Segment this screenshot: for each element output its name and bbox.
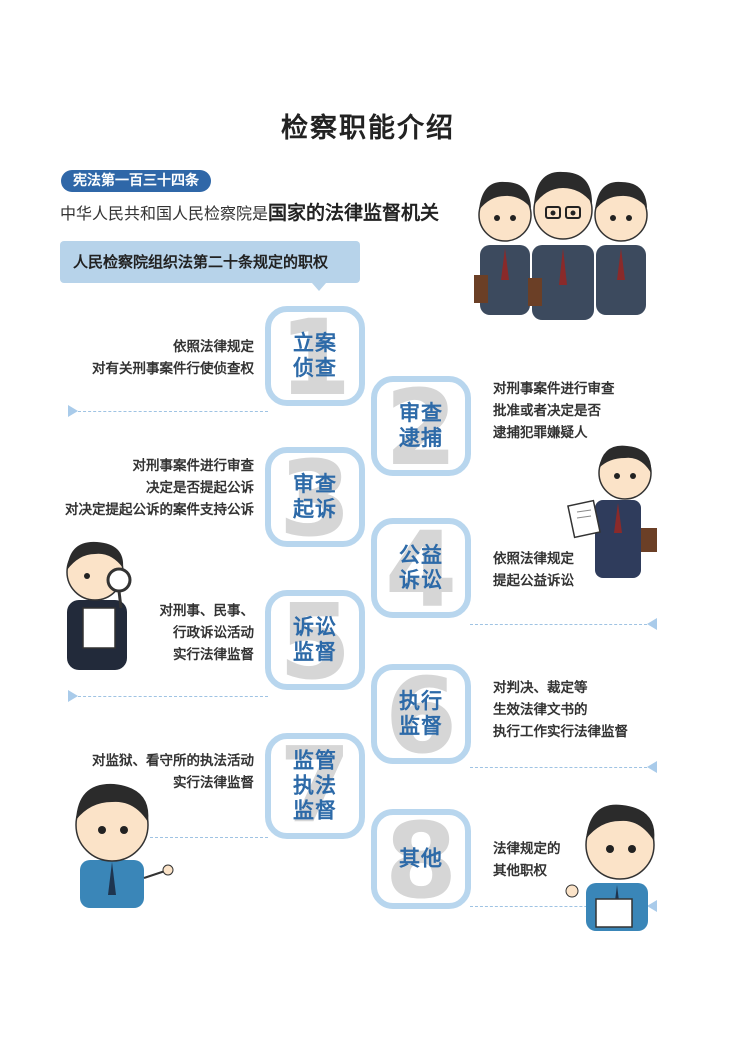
function-desc-6: 对判决、裁定等生效法律文书的执行工作实行法律监督 [493, 680, 628, 740]
function-label-2: 审查逮捕 [399, 401, 443, 450]
function-box-7: 7 监管执法监督 [265, 733, 365, 839]
connector-line-5 [78, 696, 268, 697]
function-desc-7: 对监狱、看守所的执法活动实行法律监督 [92, 753, 254, 791]
officer-pointing-right-illustration [75, 783, 174, 908]
function-label-7: 监管执法监督 [293, 748, 337, 823]
connector-line-4 [470, 624, 647, 625]
function-box-4: 4 公益诉讼 [371, 509, 471, 631]
function-number-7: 7 [278, 724, 352, 846]
function-box-3: 3 审查起诉 [265, 438, 365, 560]
function-desc-3: 对刑事案件进行审查决定是否提起公诉对决定提起公诉的案件支持公诉 [65, 458, 254, 518]
function-desc-5: 对刑事、民事、行政诉讼活动实行法律监督 [159, 603, 255, 663]
arrow-left-icon [647, 618, 657, 630]
function-box-1: 1 立案侦查 [265, 297, 365, 419]
connector-line-7 [150, 837, 268, 838]
function-desc-4: 依照法律规定提起公益诉讼 [493, 551, 574, 589]
function-number-2: 2 [384, 367, 458, 489]
function-label-5: 诉讼监督 [293, 615, 337, 664]
connector-line-8 [470, 906, 647, 907]
function-desc-1: 依照法律规定对有关刑事案件行使侦查权 [92, 339, 254, 377]
procuratorate-statement: 中华人民共和国人民检察院是国家的法律监督机关 [60, 198, 439, 225]
function-number-1: 1 [278, 297, 352, 419]
page-title: 检察职能介绍 [281, 113, 455, 144]
banner-pointer [312, 283, 326, 291]
prosecutor-with-document-illustration [567, 445, 657, 578]
statement-emphasis: 国家的法律监督机关 [268, 202, 440, 224]
function-box-2: 2 审查逮捕 [371, 367, 471, 489]
function-number-5: 5 [278, 581, 352, 703]
function-box-6: 6 执行监督 [371, 655, 471, 777]
three-prosecutors-illustration [474, 171, 648, 320]
function-number-8: 8 [384, 800, 458, 922]
function-box-5: 5 诉讼监督 [265, 581, 365, 703]
banner-text: 人民检察院组织法第二十条规定的职权 [73, 253, 329, 271]
function-box-8: 8 其他 [371, 800, 471, 922]
function-number-6: 6 [384, 655, 458, 777]
function-label-4: 公益诉讼 [399, 543, 443, 592]
arrow-left-icon [647, 900, 657, 912]
function-number-4: 4 [384, 509, 458, 631]
prosecutor-with-magnifier-illustration [66, 541, 132, 670]
statement-prefix: 中华人民共和国人民检察院是 [60, 204, 269, 223]
function-desc-8: 法律规定的其他职权 [493, 841, 561, 879]
connector-line-6 [470, 767, 647, 768]
connector-line-1 [78, 411, 268, 412]
function-label-1: 立案侦查 [293, 331, 337, 380]
arrow-right-icon [68, 405, 78, 417]
function-desc-2: 对刑事案件进行审查批准或者决定是否逮捕犯罪嫌疑人 [493, 381, 615, 441]
arrow-right-icon [68, 690, 78, 702]
arrow-left-icon [647, 761, 657, 773]
function-label-8: 其他 [399, 846, 443, 871]
function-label-3: 审查起诉 [293, 472, 337, 521]
function-label-6: 执行监督 [399, 689, 443, 738]
organic-law-banner: 人民检察院组织法第二十条规定的职权 [60, 241, 360, 283]
officer-pointing-left-illustration [565, 804, 655, 931]
constitution-article-badge: 宪法第一百三十四条 [61, 170, 211, 192]
function-number-3: 3 [278, 438, 352, 560]
